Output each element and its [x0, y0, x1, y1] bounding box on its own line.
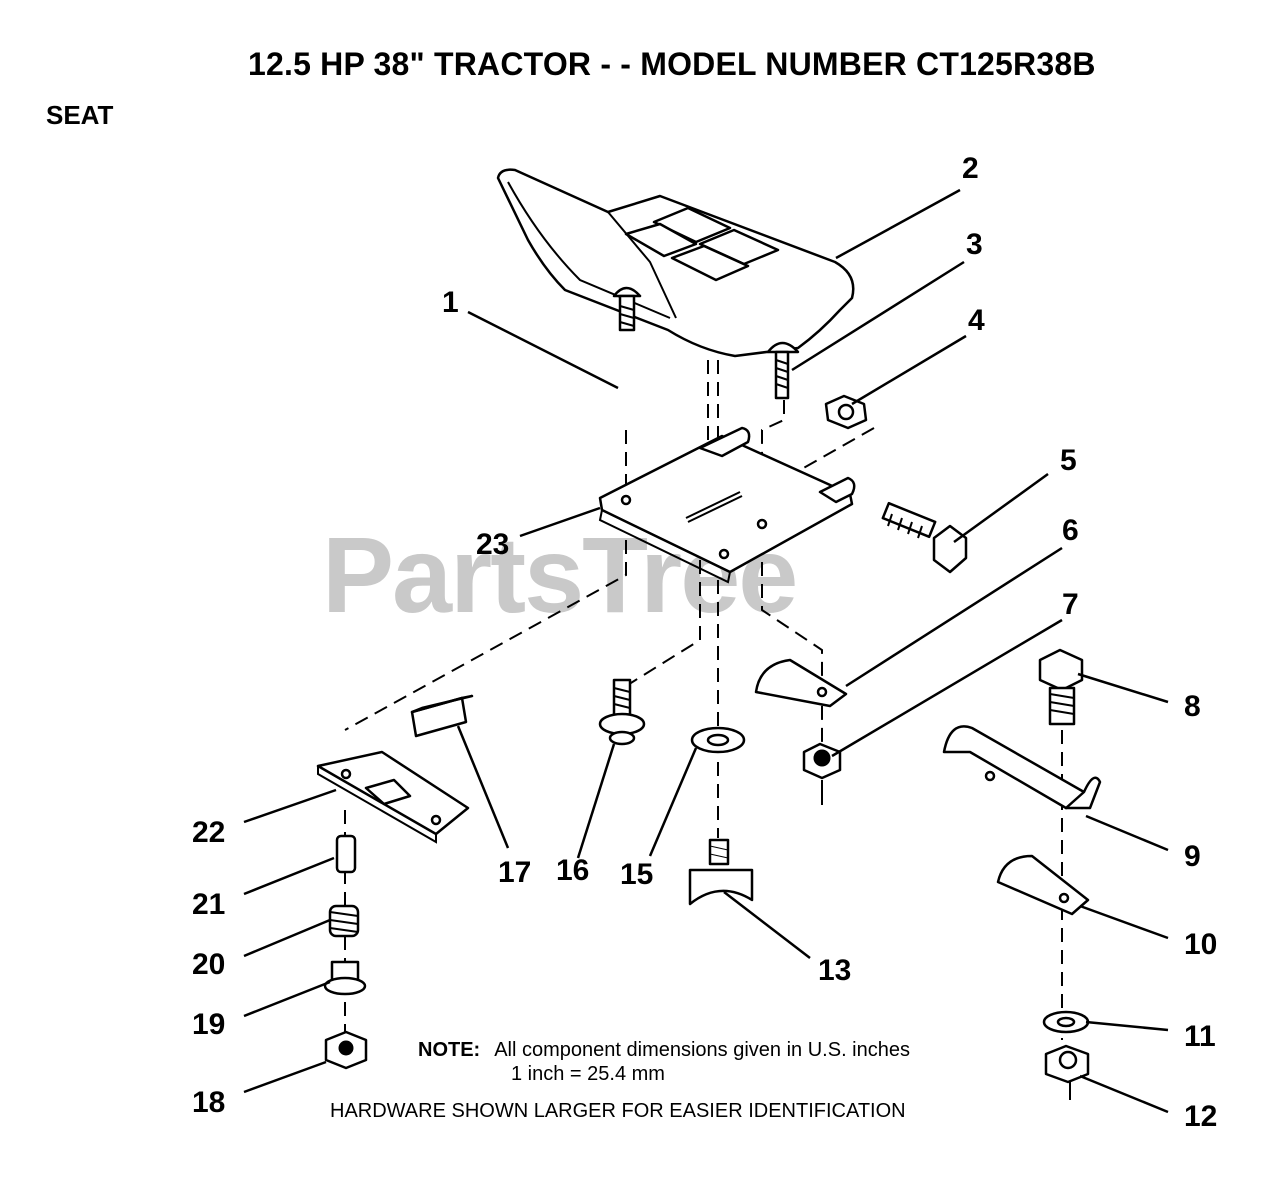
flange-nut-lower	[324, 1030, 368, 1070]
callout-7: 7	[1062, 588, 1079, 621]
hex-nut-lower	[1044, 1044, 1090, 1084]
washer	[690, 726, 746, 754]
callout-1: 1	[442, 286, 459, 319]
callout-11: 11	[1184, 1020, 1216, 1053]
hex-bolt	[881, 501, 968, 574]
note-line-2: 1 inch = 25.4 mm	[511, 1063, 665, 1085]
callout-15: 15	[620, 858, 653, 891]
callout-21: 21	[192, 888, 225, 921]
callout-3: 3	[966, 228, 983, 261]
seat	[496, 168, 855, 358]
callout-20: 20	[192, 948, 225, 981]
hardware-note: HARDWARE SHOWN LARGER FOR EASIER IDENTIF…	[330, 1100, 906, 1122]
callout-10: 10	[1184, 928, 1217, 961]
pin	[335, 834, 357, 874]
callout-16: 16	[556, 854, 589, 887]
callout-4: 4	[968, 304, 985, 337]
section-title: SEAT	[46, 100, 114, 130]
shoulder-bolt	[598, 678, 646, 746]
callout-8: 8	[1184, 690, 1201, 723]
callout-labels: 1 2 3 4 5 6 7 8 9 10 11 12 13 15 16 17 2…	[192, 152, 1217, 1133]
callout-12: 12	[1184, 1100, 1217, 1133]
hex-bolt-large	[1038, 648, 1084, 726]
callout-19: 19	[192, 1008, 225, 1041]
leader-lines	[243, 188, 1169, 1114]
spring-clip	[754, 658, 848, 708]
callout-6: 6	[1062, 514, 1079, 547]
callout-5: 5	[1060, 444, 1077, 477]
bracket	[942, 725, 1102, 810]
callout-23: 23	[476, 528, 509, 561]
callout-17: 17	[498, 856, 531, 889]
spring-clip-lower	[996, 854, 1090, 916]
flat-washer	[1042, 1010, 1090, 1034]
seat-pan	[598, 426, 856, 584]
screw	[766, 341, 800, 400]
callout-9: 9	[1184, 840, 1201, 873]
callout-18: 18	[192, 1086, 225, 1119]
dimension-note: NOTE: All component dimensions given in U…	[418, 1038, 910, 1086]
callout-22: 22	[192, 816, 225, 849]
hex-nut	[824, 394, 868, 430]
note-line-1: All component dimensions given in U.S. i…	[494, 1039, 910, 1061]
adjustment-knob	[688, 838, 754, 906]
carriage-bolt	[612, 286, 642, 332]
callout-2: 2	[962, 152, 979, 185]
flange-nut	[323, 960, 367, 996]
callout-13: 13	[818, 954, 851, 987]
spring	[328, 904, 360, 938]
spacer-block	[410, 694, 474, 738]
slide-plate	[316, 750, 470, 844]
note-label: NOTE:	[418, 1039, 481, 1061]
diagram-title: 12.5 HP 38" TRACTOR - - MODEL NUMBER CT1…	[248, 46, 1096, 82]
lock-nut	[802, 742, 842, 780]
